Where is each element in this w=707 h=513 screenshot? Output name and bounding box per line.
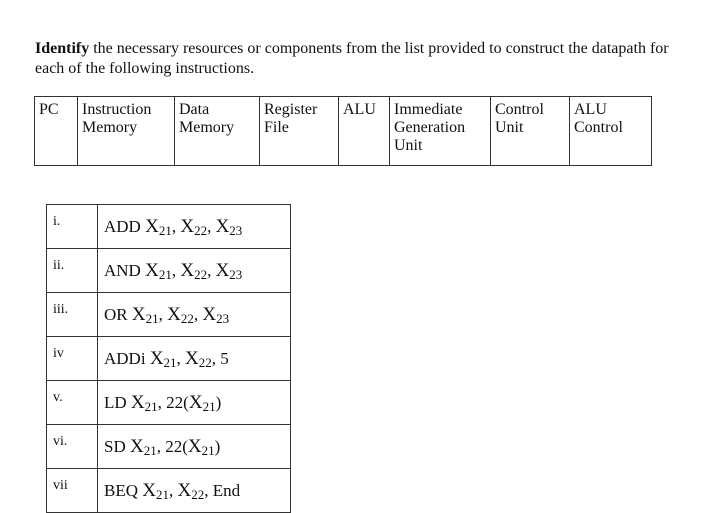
instruction-text: LD X21, 22(X21) <box>97 380 291 425</box>
resource-cell-data-memory: Data Memory <box>174 96 260 166</box>
question-prompt: Identify the necessary resources or comp… <box>35 39 675 79</box>
resources-row: PC Instruction Memory Data Memory Regist… <box>34 96 652 166</box>
instruction-text: BEQ X21, X22, End <box>97 468 291 513</box>
table-row: vii BEQ X21, X22, End <box>46 468 291 513</box>
instructions-table: i. ADD X21, X22, X23 ii. AND X21, X22, X… <box>46 204 291 513</box>
instruction-number: iii. <box>46 292 98 337</box>
instruction-number: ii. <box>46 248 98 293</box>
resource-cell-pc: PC <box>34 96 78 166</box>
instruction-text: AND X21, X22, X23 <box>97 248 291 293</box>
resource-cell-control-unit: Control Unit <box>490 96 570 166</box>
resources-table: PC Instruction Memory Data Memory Regist… <box>34 96 652 166</box>
instruction-number: i. <box>46 204 98 249</box>
table-row: v. LD X21, 22(X21) <box>46 380 291 425</box>
resource-cell-alu-control: ALU Control <box>569 96 652 166</box>
prompt-bold-lead: Identify <box>35 40 90 57</box>
instruction-number: vii <box>46 468 98 513</box>
instruction-text: SD X21, 22(X21) <box>97 424 291 469</box>
resource-cell-register-file: Register File <box>259 96 339 166</box>
table-row: iii. OR X21, X22, X23 <box>46 292 291 337</box>
resource-cell-alu: ALU <box>338 96 390 166</box>
instruction-number: iv <box>46 336 98 381</box>
instruction-text: ADDi X21, X22, 5 <box>97 336 291 381</box>
table-row: i. ADD X21, X22, X23 <box>46 204 291 249</box>
prompt-text: the necessary resources or components fr… <box>35 40 669 77</box>
table-row: ii. AND X21, X22, X23 <box>46 248 291 293</box>
instruction-number: v. <box>46 380 98 425</box>
instruction-text: OR X21, X22, X23 <box>97 292 291 337</box>
instruction-text: ADD X21, X22, X23 <box>97 204 291 249</box>
resource-cell-immediate-generation-unit: Immediate Generation Unit <box>389 96 491 166</box>
table-row: vi. SD X21, 22(X21) <box>46 424 291 469</box>
instruction-number: vi. <box>46 424 98 469</box>
table-row: iv ADDi X21, X22, 5 <box>46 336 291 381</box>
resource-cell-instruction-memory: Instruction Memory <box>77 96 175 166</box>
